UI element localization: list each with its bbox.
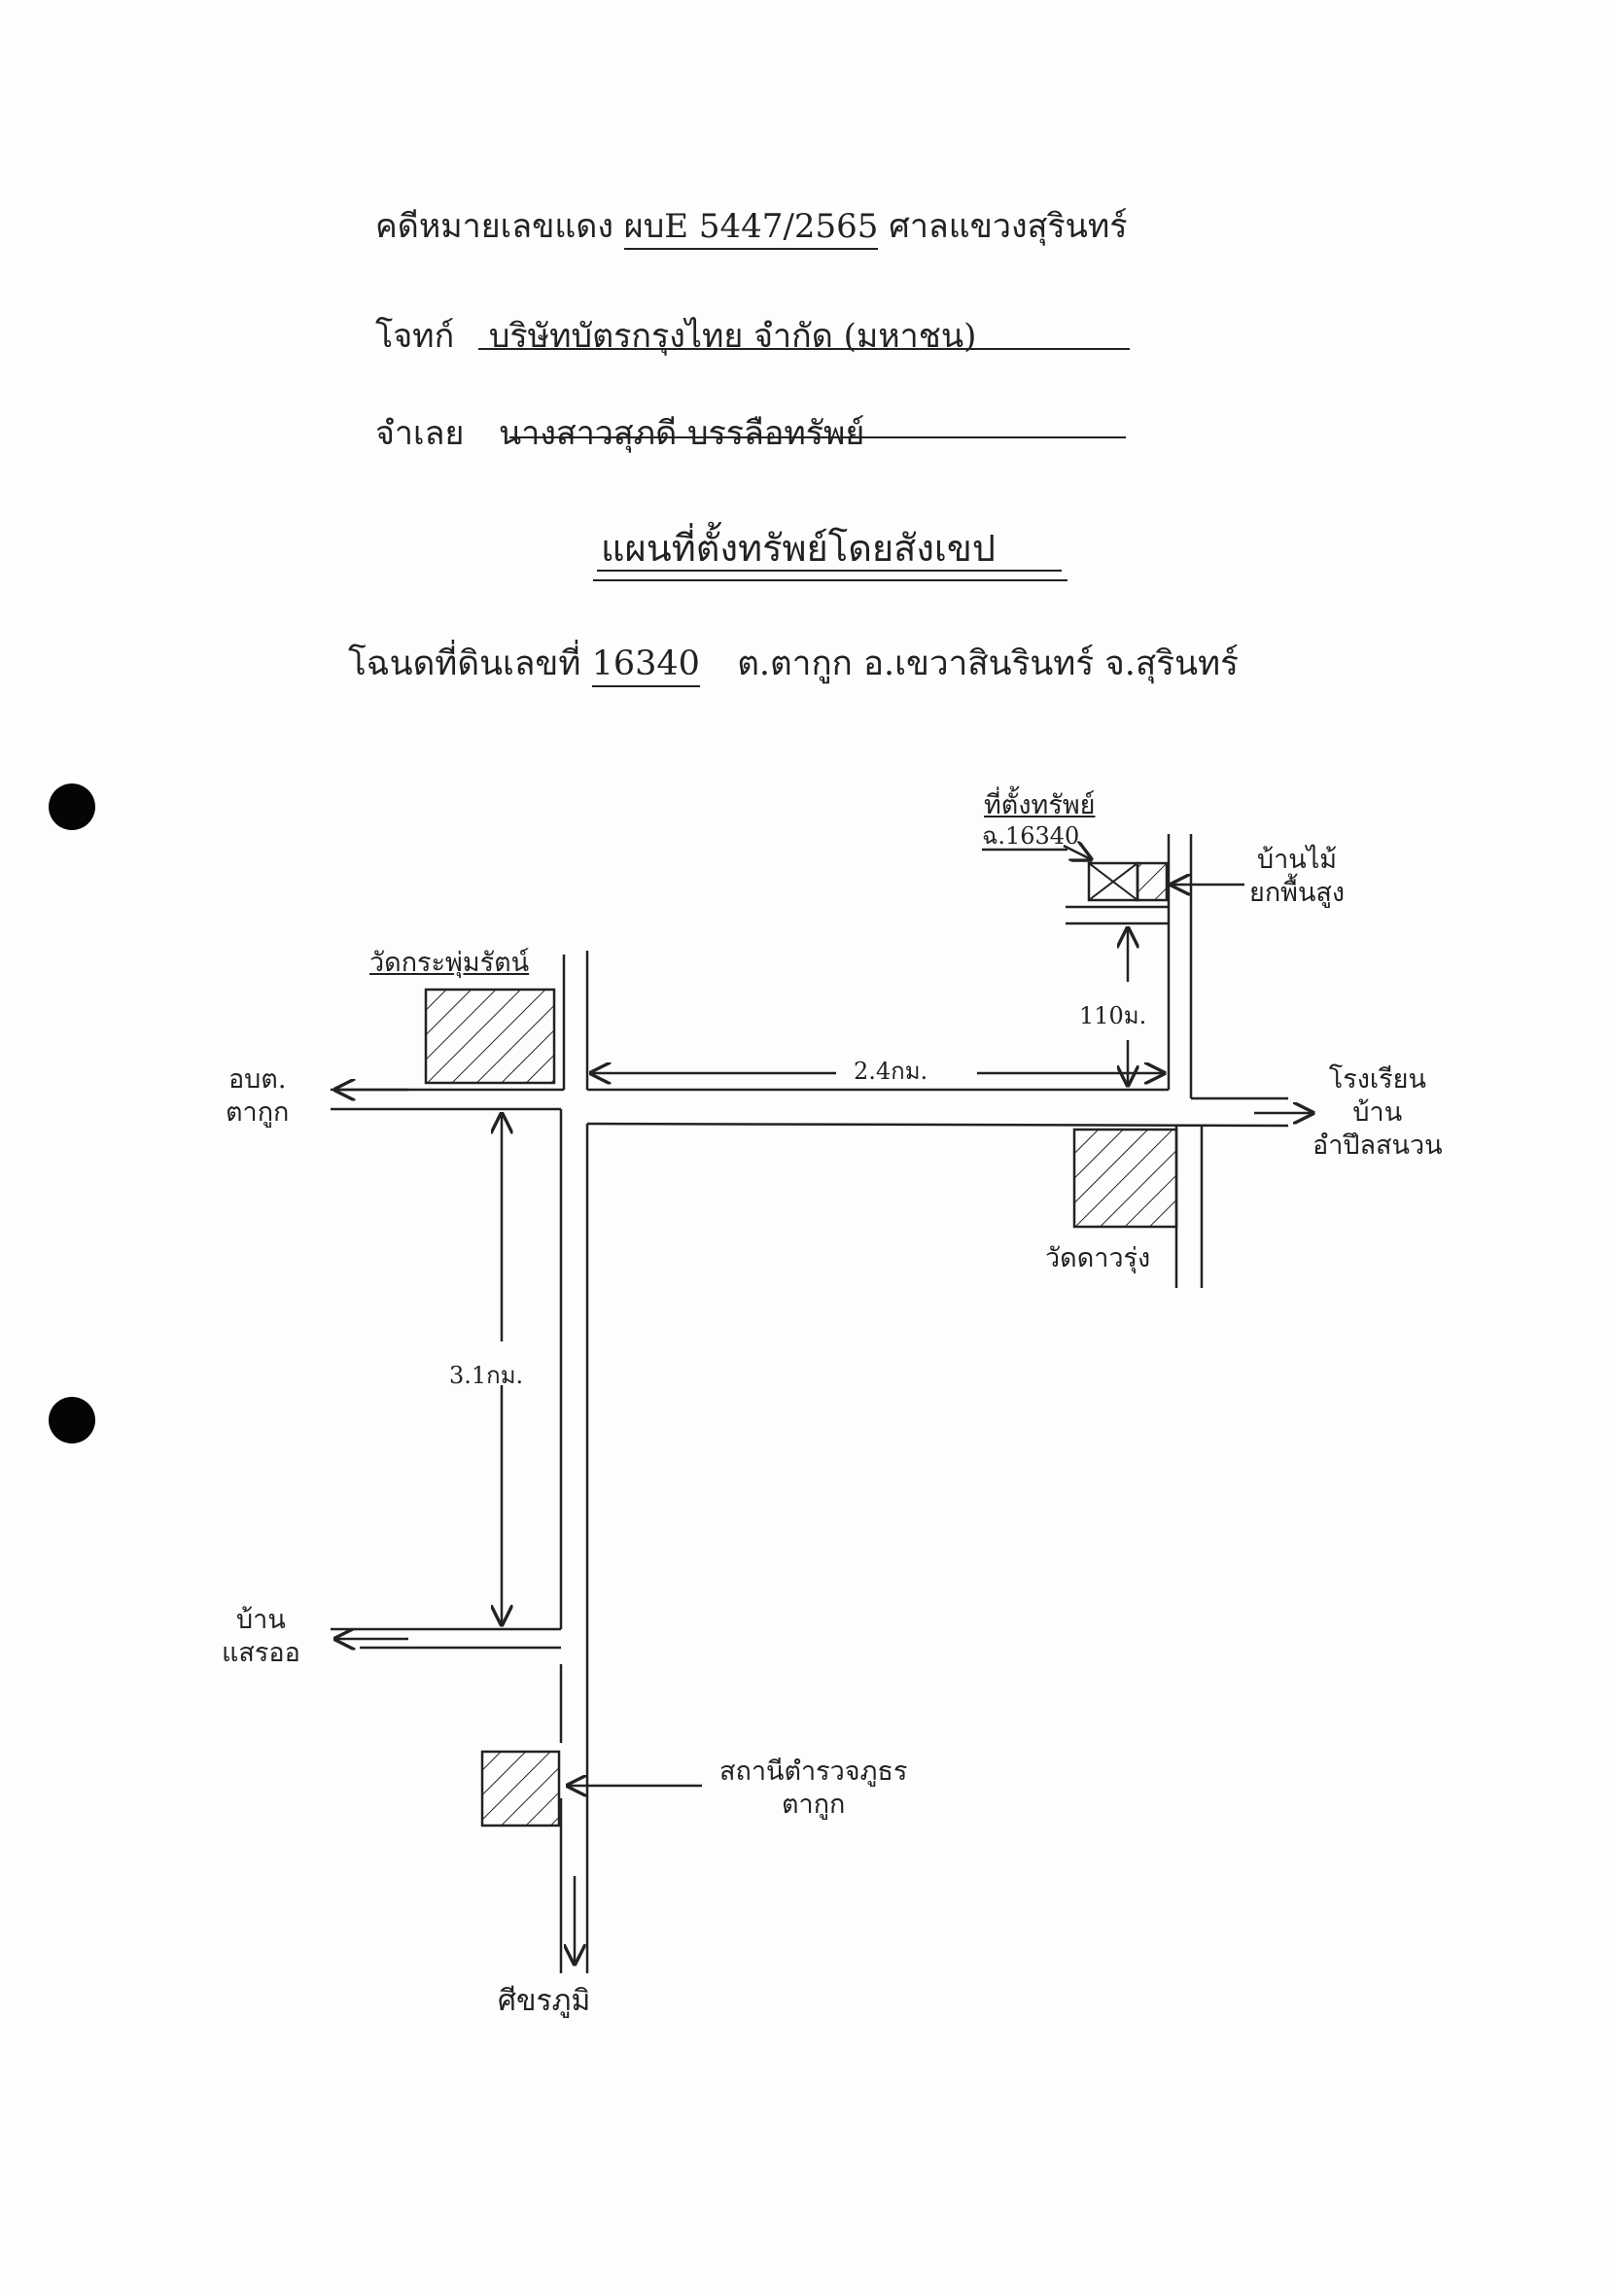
property-cross-2: [1088, 862, 1138, 901]
case-number: ผบE 5447/2565: [623, 207, 879, 250]
title-underline-2: [593, 579, 1068, 581]
distance-3-1km: 3.1กม.: [449, 1362, 524, 1389]
house-label-line-2: ยกพื้นสูง: [1249, 877, 1346, 908]
temple-1-plot: [424, 988, 556, 1085]
lower-left-destination: บ้าน แสรออ: [222, 1604, 300, 1670]
house-label: บ้านไม้ ยกพื้นสูง: [1249, 844, 1345, 910]
police-station-plot: [480, 1750, 561, 1827]
left-destination-line-2: ตากูก: [226, 1096, 290, 1128]
defendant-name: นางสาวสุภดี บรรลือทรัพย์: [499, 414, 865, 453]
temple-1-label: วัดกระพุ่มรัตน์: [369, 948, 530, 978]
plaintiff-label: โจทก์: [375, 317, 455, 356]
police-station-line-2: ตากูก: [782, 1789, 846, 1820]
police-station-label: สถานีตำรวจภูธร ตากูก: [719, 1756, 907, 1822]
right-destination: โรงเรียน บ้าน อำปึลสนวน: [1312, 1063, 1443, 1162]
right-destination-line-1: โรงเรียน: [1328, 1064, 1426, 1095]
case-line: คดีหมายเลขแดง ผบE 5447/2565 ศาลแขวงสุริน…: [375, 199, 1128, 252]
arrow-property: [1063, 846, 1091, 859]
left-destination: อบต. ตากูก: [226, 1063, 289, 1130]
bottom-destination: ศีขรภูมิ: [498, 1984, 591, 2018]
road-main-bottom-right: [586, 1122, 1289, 1128]
punch-hole-top: [49, 783, 95, 830]
punch-hole-bottom: [49, 1397, 95, 1444]
left-destination-line-1: อบต.: [228, 1064, 287, 1095]
lower-left-destination-line-2: แสรออ: [222, 1637, 300, 1668]
police-station-line-1: สถานีตำรวจภูธร: [719, 1757, 908, 1787]
lower-left-destination-line-1: บ้าน: [236, 1605, 286, 1635]
temple-2-label: วัดดาวรุ่ง: [1045, 1243, 1151, 1273]
distance-110m: 110ม.: [1079, 1002, 1147, 1029]
defendant-line: จำเลย นางสาวสุภดี บรรลือทรัพย์: [375, 406, 864, 459]
right-destination-line-3: อำปึลสนวน: [1312, 1130, 1443, 1161]
house-label-line-1: บ้านไม้: [1256, 845, 1338, 875]
temple-2-plot: [1072, 1128, 1178, 1229]
deed-label: โฉนดที่ดินเลขที่: [348, 644, 581, 683]
defendant-label: จำเลย: [375, 414, 465, 453]
court-name: ศาลแขวงสุรินทร์: [889, 207, 1128, 246]
deed-number: 16340: [591, 644, 700, 687]
title-underline-1: [597, 570, 1062, 572]
house-plot: [1136, 861, 1169, 902]
deed-line: โฉนดที่ดินเลขที่ 16340 ต.ตากูก อ.เขวาสิน…: [348, 637, 1239, 690]
property-label: ที่ตั้งทรัพย์: [984, 790, 1096, 820]
property-deed: ฉ.16340: [982, 822, 1080, 850]
case-label: คดีหมายเลขแดง: [375, 207, 613, 246]
deed-location: ต.ตากูก อ.เขวาสินรินทร์ จ.สุรินทร์: [737, 644, 1239, 683]
right-destination-line-2: บ้าน: [1352, 1096, 1403, 1128]
plaintiff-underline: [478, 348, 1130, 350]
distance-2-4km: 2.4กม.: [854, 1058, 928, 1085]
map-title: แผนที่ตั้งทรัพย์โดยสังเขป: [601, 527, 996, 570]
defendant-underline: [509, 436, 1126, 438]
